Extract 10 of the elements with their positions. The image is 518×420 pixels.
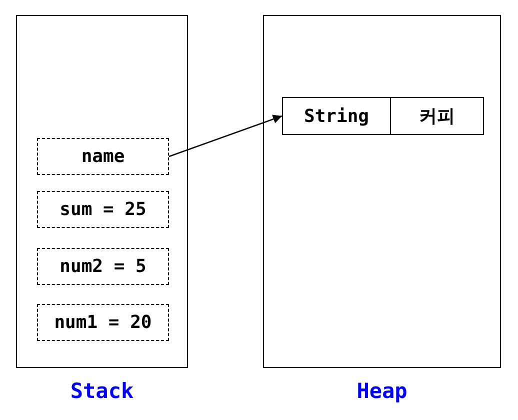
variable-box: sum = 25 xyxy=(37,191,169,228)
variable-box: name xyxy=(37,138,169,175)
arrow xyxy=(168,114,282,158)
object-box xyxy=(282,97,484,135)
type-name-text: String xyxy=(283,98,391,134)
variable-box: num1 = 20 xyxy=(37,304,169,341)
value-text: 커피 xyxy=(418,105,456,129)
region-title: Stack xyxy=(69,379,135,403)
variable-box: num2 = 5 xyxy=(37,248,169,285)
region-title: Heap xyxy=(356,379,408,403)
